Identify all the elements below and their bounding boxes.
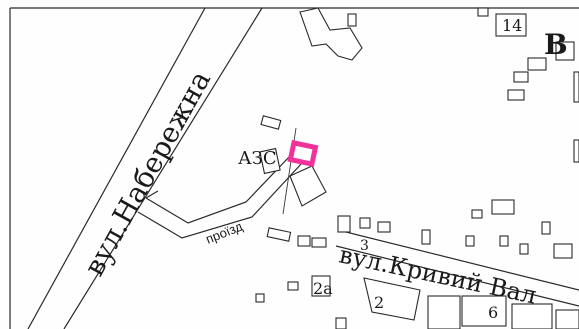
building-south-6: [555, 309, 579, 329]
naberezhna-street-edge-left: [27, 7, 206, 329]
kryvyi-val-street-edge-bottom: [335, 245, 579, 307]
pass-lane-edge-upper: [137, 162, 303, 239]
house-number-3: 3: [360, 238, 369, 254]
building-small-5: [507, 89, 525, 101]
building-small-1: [347, 13, 357, 27]
building-row-6: [377, 221, 391, 233]
building-edge-right: [573, 71, 579, 103]
house-number-2: 2: [374, 293, 384, 312]
building-row-14: [553, 243, 573, 259]
building-edge-right-2: [573, 139, 579, 163]
building-row-9: [491, 199, 515, 215]
building-house-14: [495, 13, 527, 37]
building-small-3: [527, 57, 547, 71]
building-row-8: [471, 209, 483, 219]
building-azs-right: [289, 165, 327, 207]
pass-lane-junction: [145, 190, 159, 199]
building-small-2: [477, 7, 489, 17]
building-house-2: [363, 277, 421, 321]
building-row-2: [297, 235, 311, 247]
building-house-6: [461, 295, 507, 327]
building-south-1: [287, 281, 299, 291]
house-number-2a: 2а: [313, 279, 333, 298]
gas-station-label: АЗС: [238, 148, 277, 169]
building-south-2: [255, 293, 265, 303]
building-row-7: [421, 229, 431, 245]
street-label-naberezhna: вул.Набережна: [77, 65, 217, 281]
house-number-14: 14: [502, 16, 522, 35]
kryvyi-val-street-edge-top: [337, 229, 579, 291]
building-row-13: [519, 243, 529, 255]
building-house-2a: [311, 275, 331, 297]
building-small-4: [513, 71, 529, 83]
corner-letter-label: В: [544, 28, 568, 61]
building-row-1: [266, 227, 292, 242]
building-south-3: [335, 317, 347, 329]
building-row-4: [337, 215, 351, 233]
pass-lane-label: проїзд: [204, 218, 246, 246]
building-small-6: [260, 115, 282, 130]
highlighted-object[interactable]: [287, 139, 319, 168]
house-number-6: 6: [488, 303, 498, 322]
building-row-3: [311, 237, 327, 248]
building-corner-b: [555, 41, 575, 61]
building-top-cluster: [299, 7, 363, 61]
building-row-10: [541, 221, 551, 235]
building-azs-left: [259, 147, 281, 175]
building-row-12: [499, 235, 509, 247]
building-south-4: [427, 295, 461, 329]
naberezhna-street-edge-right: [63, 7, 263, 329]
building-row-5: [359, 217, 371, 229]
building-row-11: [465, 235, 475, 247]
building-south-5: [511, 303, 553, 329]
pass-lane-edge-lower: [145, 155, 291, 224]
